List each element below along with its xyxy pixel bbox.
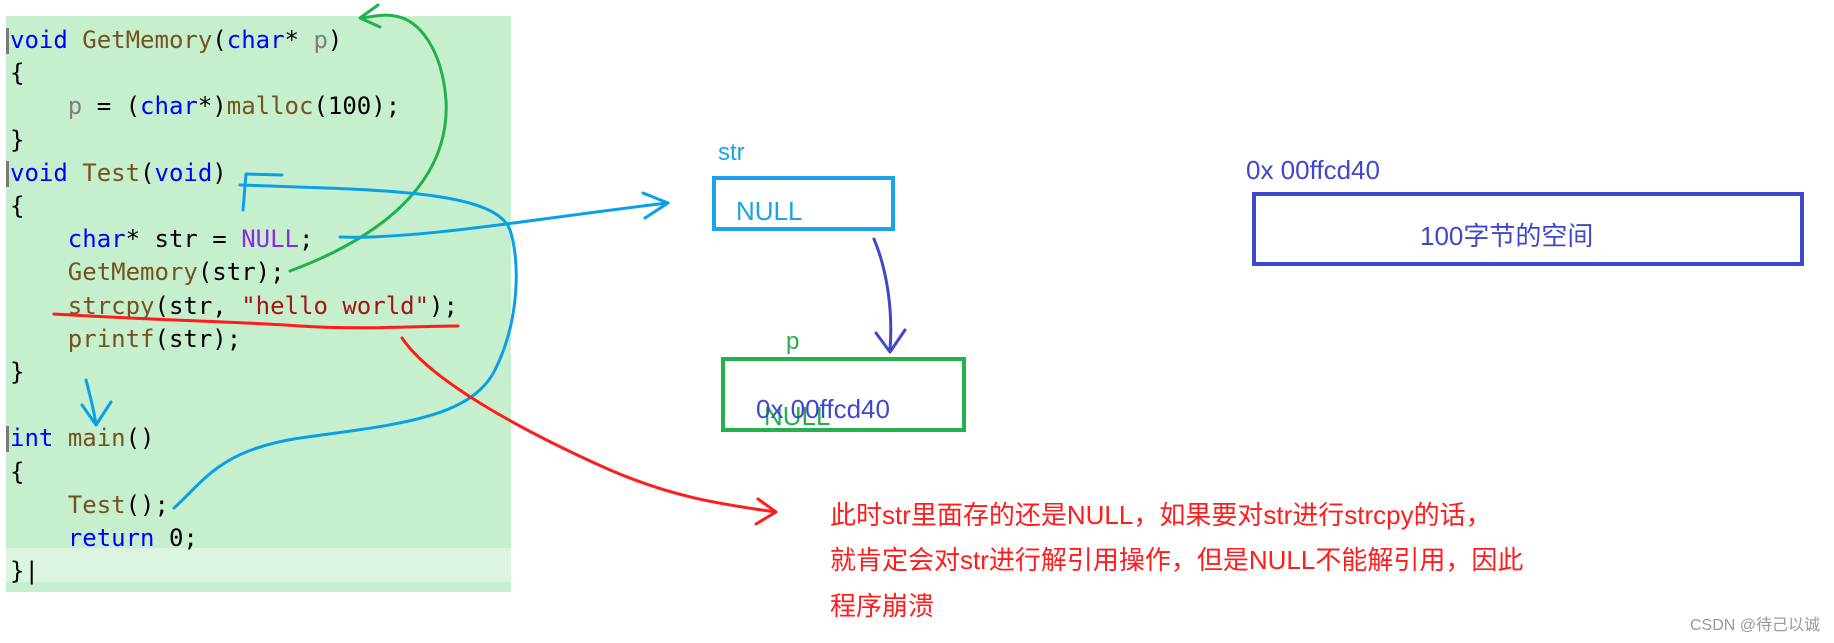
code-line: Test(); [10, 489, 169, 522]
code-token: "hello world" [241, 291, 430, 320]
code-token: *) [197, 92, 227, 121]
crash-note-line-1: 此时str里面存的还是NULL，如果要对str进行strcpy的话， [830, 500, 1492, 530]
code-line: void GetMemory(char* p) [10, 24, 342, 57]
code-line: GetMemory(str); [10, 256, 285, 289]
code-token: malloc [226, 92, 314, 121]
code-token: () [125, 424, 155, 453]
code-token: ); [429, 291, 458, 320]
current-line-highlight [6, 548, 511, 582]
p-label: p [786, 328, 800, 355]
code-line: { [10, 190, 24, 223]
code-line: { [10, 456, 24, 489]
code-line: }| [10, 555, 39, 588]
code-token: char [226, 26, 285, 54]
cyan-main-arrow-head [80, 400, 113, 427]
code-token: ( [212, 26, 227, 54]
code-token: p [313, 26, 328, 54]
p-box [721, 357, 966, 432]
code-line: char* str = NULL; [10, 223, 314, 256]
heap-block [1252, 192, 1804, 266]
code-line: } [10, 356, 24, 389]
code-token: (str, [154, 291, 242, 320]
code-line: { [10, 57, 24, 90]
red-note-arrow [400, 336, 777, 514]
code-line: int main() [10, 422, 155, 455]
cyan-str-arrow-head [641, 191, 670, 220]
collapse-marker [6, 160, 9, 187]
code-token: (); [125, 490, 169, 519]
heap-label: 100字节的空间 [1420, 221, 1594, 251]
code-token: int [10, 424, 54, 453]
str-box [712, 176, 895, 231]
code-token: ) [212, 158, 227, 187]
code-token: Test [67, 490, 126, 519]
green-arrow-head [358, 3, 382, 29]
code-token: } [10, 125, 25, 154]
crash-note-line-2: 就肯定会对str进行解引用操作，但是NULL不能解引用，因此 [830, 545, 1524, 575]
code-token: 0; [154, 524, 198, 552]
cyan-str-arrow [338, 201, 670, 239]
red-underline [52, 312, 460, 330]
code-token: main [67, 424, 126, 453]
heap-address: 0x 00ffcd40 [1246, 155, 1380, 185]
code-token: = ( [82, 92, 141, 121]
p-old-value: NULL [764, 401, 831, 431]
code-token: void [10, 158, 68, 187]
code-token: ( [140, 158, 155, 187]
code-token: { [10, 192, 25, 220]
p-value: 0x 00ffcd40 [756, 394, 890, 424]
code-token: GetMemory [67, 258, 198, 287]
crash-note-line-3: 程序崩溃 [830, 591, 935, 621]
code-token: void [10, 26, 68, 54]
code-line: printf(str); [10, 323, 241, 356]
code-token: void [154, 158, 213, 187]
str-value: NULL [736, 196, 803, 226]
code-token: p [67, 92, 83, 121]
code-token: GetMemory [82, 26, 213, 54]
code-line: p = (char*)malloc(100); [10, 90, 400, 123]
code-token: char [67, 225, 126, 254]
code-line: } [10, 124, 24, 157]
code-token: ) [327, 26, 343, 54]
cyan-test-arrow-head [241, 172, 284, 212]
code-token: ; [298, 225, 314, 254]
code-token: return [67, 524, 155, 552]
code-line: return 0; [10, 522, 198, 555]
watermark: CSDN @待己以诚 [1689, 617, 1820, 634]
code-panel: void GetMemory(char* p){ p = (char*)mall… [6, 16, 511, 592]
code-token: Test [82, 158, 141, 187]
code-token: char [140, 92, 198, 121]
red-note-arrow-head [754, 497, 778, 526]
code-token: * [284, 26, 314, 54]
code-token: (100); [313, 92, 401, 121]
str-label: str [718, 139, 745, 166]
code-token: }| [10, 557, 39, 586]
blue-copy-arrow [872, 237, 893, 352]
collapse-marker [6, 426, 9, 453]
code-token: NULL [241, 225, 299, 254]
code-token: printf [67, 324, 155, 353]
green-call-arrow [288, 13, 448, 273]
blue-copy-arrow-head [874, 328, 907, 354]
code-token: { [10, 457, 25, 486]
collapse-marker [6, 28, 9, 54]
code-token: * str = [125, 225, 242, 254]
cyan-test-call-arrow [172, 183, 518, 510]
code-token: (str); [154, 324, 242, 353]
code-line: void Test(void) [10, 157, 227, 190]
code-token: } [10, 358, 25, 386]
cyan-main-arrow [84, 378, 98, 427]
code-token: { [10, 59, 25, 88]
code-token: (str); [197, 258, 285, 287]
